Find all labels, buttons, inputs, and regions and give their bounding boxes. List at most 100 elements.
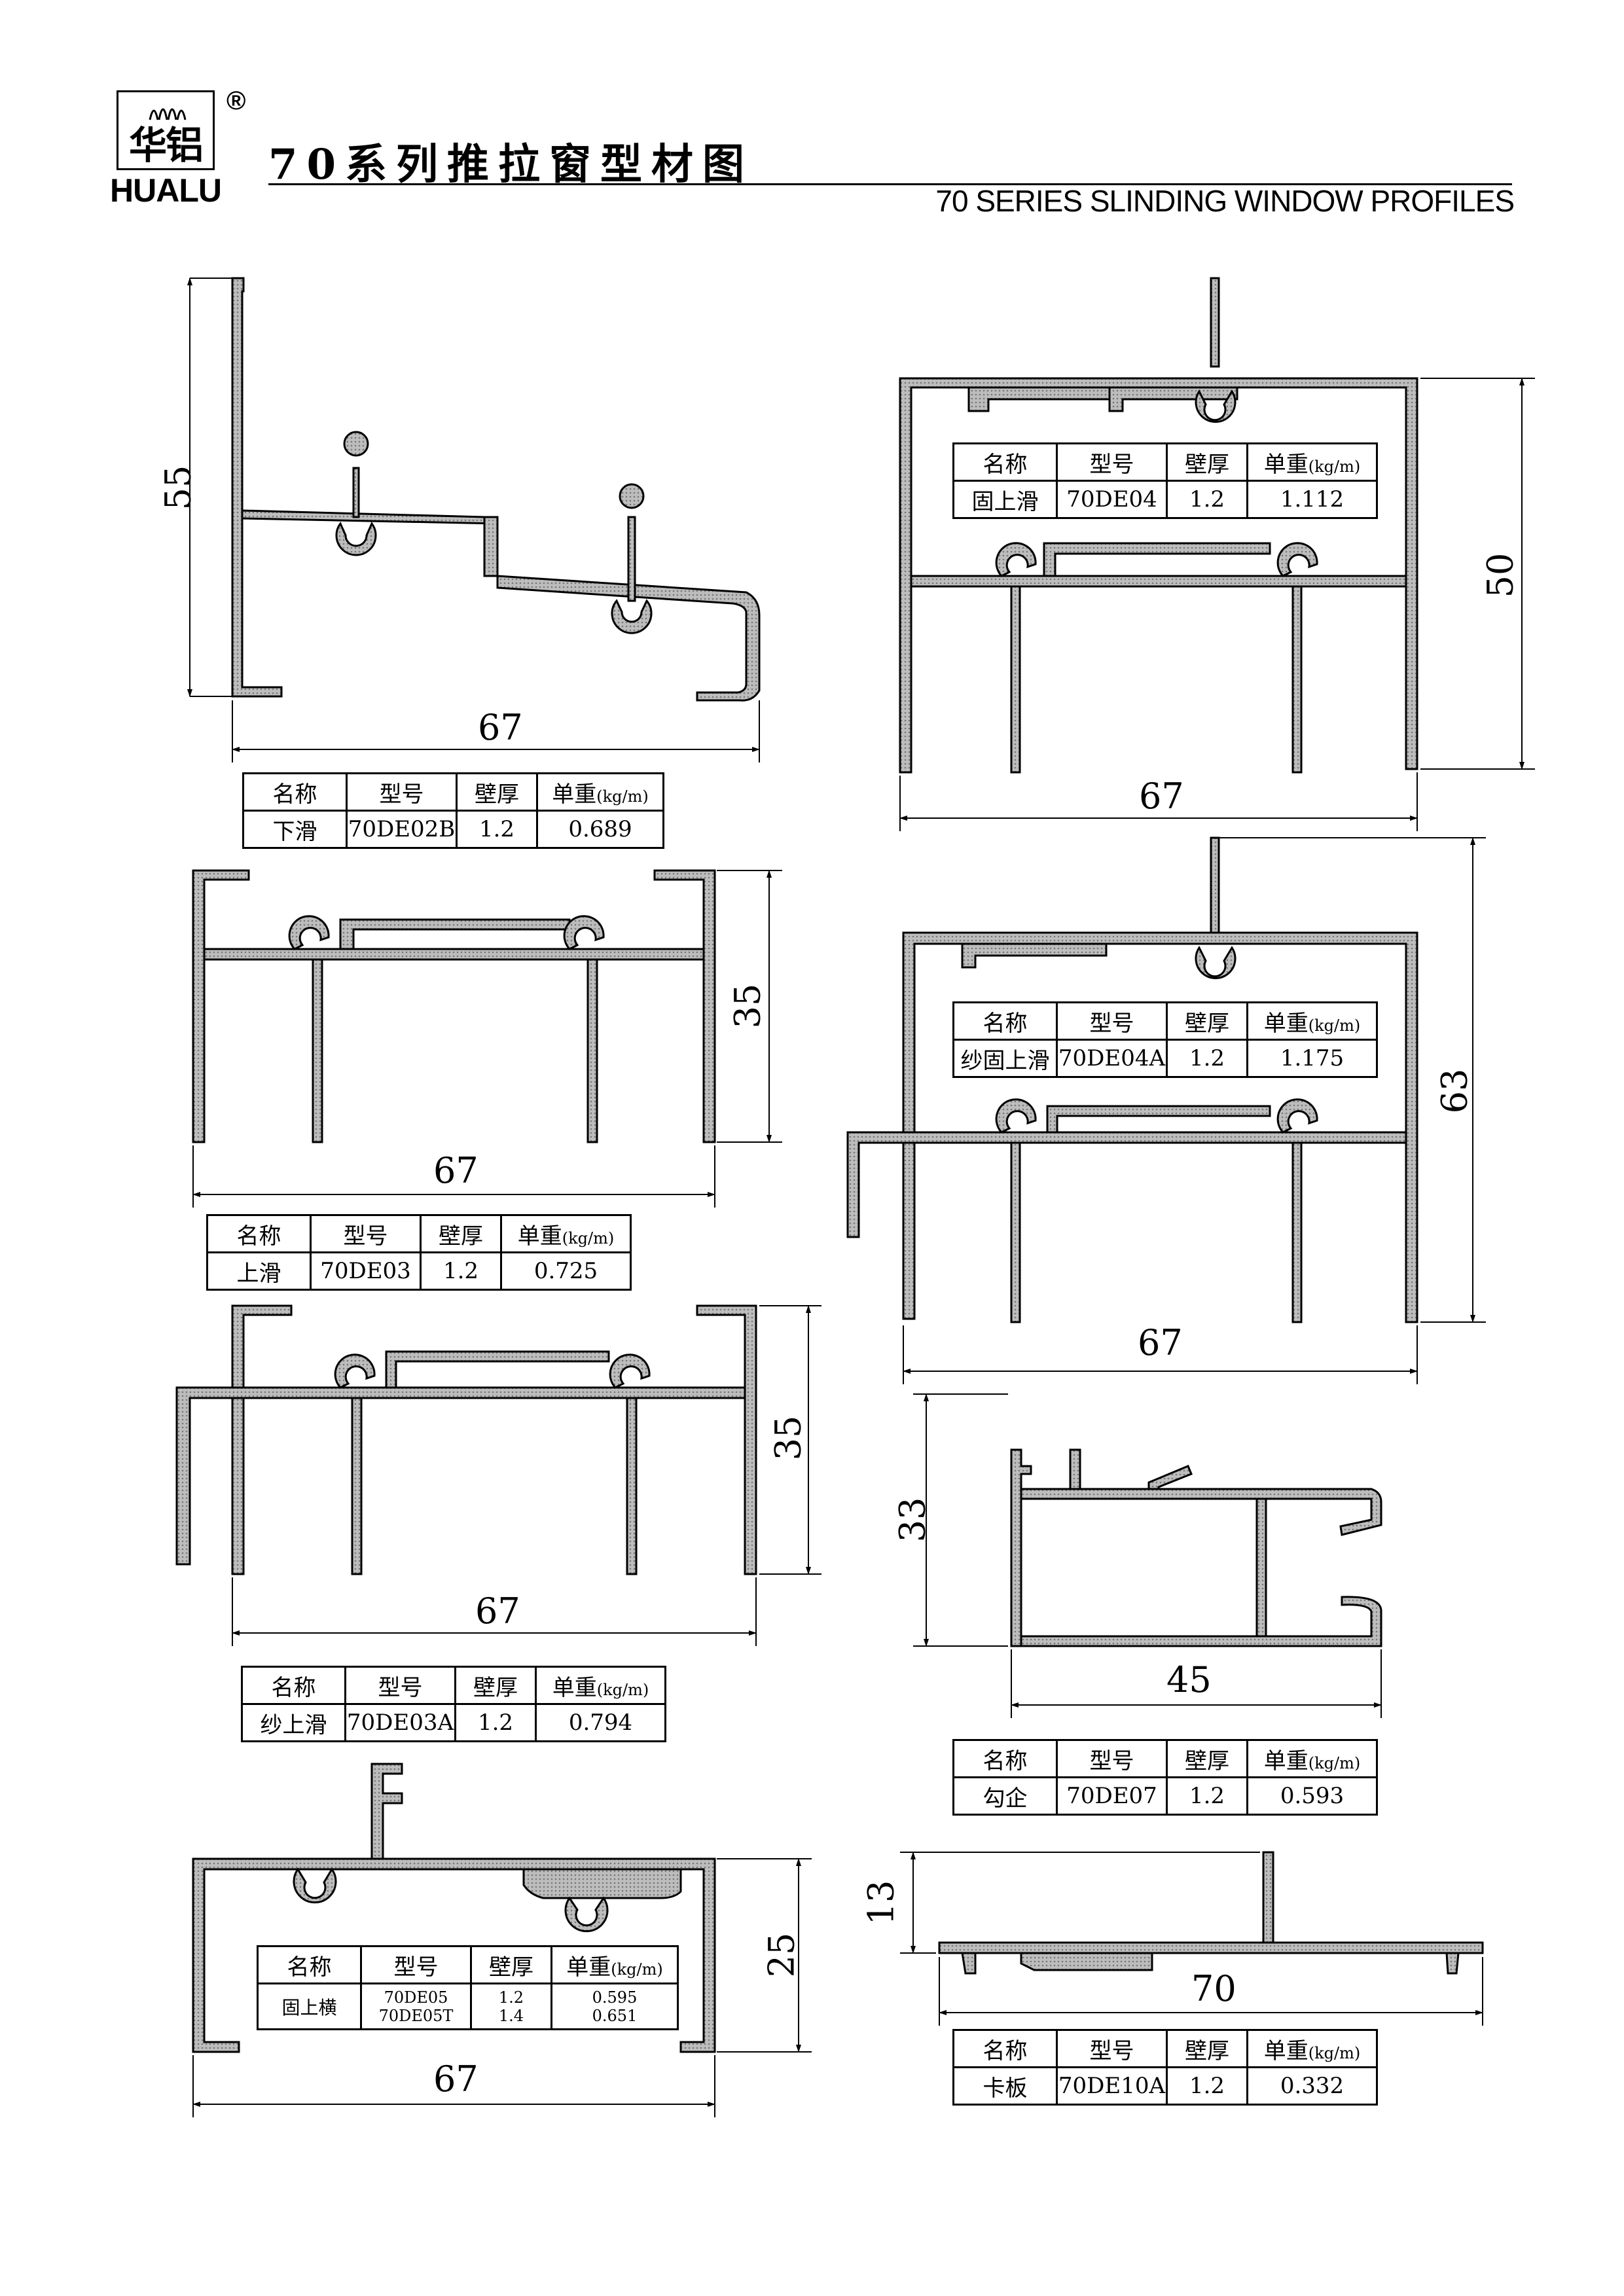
header-name: 名称 <box>952 442 1058 482</box>
table-header-row: 名称 型号 壁厚 单重(kg/m) <box>952 442 1378 482</box>
header-name: 名称 <box>206 1214 312 1253</box>
table-row: 卡板 70DE10A 1.2 0.332 <box>952 2066 1378 2106</box>
cell-model: 70DE04A <box>1056 1039 1168 1078</box>
header-name: 名称 <box>952 2029 1058 2068</box>
profile-70DE02B-drawing <box>231 277 761 702</box>
table-header-row: 名称 型号 壁厚 单重(kg/m) <box>952 2029 1378 2068</box>
logo-chinese: 华铝 <box>128 123 204 168</box>
table-header-row: 名称 型号 壁厚 单重(kg/m) <box>952 1001 1378 1041</box>
spec-table-70DE10A: 名称 型号 壁厚 单重(kg/m) 卡板 70DE10A 1.2 0.332 <box>952 2029 1378 2106</box>
header-model: 型号 <box>1056 1739 1168 1778</box>
header-model: 型号 <box>346 772 458 812</box>
table-header-row: 名称 型号 壁厚 单重(kg/m) <box>952 1739 1378 1778</box>
spec-table-70DE07: 名称 型号 壁厚 单重(kg/m) 勾企 70DE07 1.2 0.593 <box>952 1739 1378 1816</box>
cell-model: 70DE07 <box>1056 1776 1168 1816</box>
dimension-height-70DE02B: 55 <box>157 465 199 511</box>
header-model: 型号 <box>1056 442 1168 482</box>
header-model: 型号 <box>310 1214 422 1253</box>
header-thickness: 壁厚 <box>470 1945 552 1984</box>
table-header-row: 名称 型号 壁厚 单重(kg/m) <box>241 1666 666 1705</box>
cell-model: 70DE04 <box>1056 480 1168 519</box>
header-thickness: 壁厚 <box>420 1214 502 1253</box>
profile-70DE03-drawing <box>192 869 716 1143</box>
table-header-row: 名称 型号 壁厚 单重(kg/m) <box>242 772 664 812</box>
cell-name: 上滑 <box>206 1251 312 1291</box>
cell-thickness: 1.2 <box>456 810 538 849</box>
header-name: 名称 <box>952 1739 1058 1778</box>
header-weight: 单重(kg/m) <box>536 772 664 812</box>
profile-70DE04A-drawing <box>846 836 1418 1323</box>
dimension-width-70DE03: 67 <box>433 1150 478 1191</box>
header-name: 名称 <box>257 1945 362 1984</box>
page-title-chinese: 70系列推拉窗型材图 <box>268 140 754 189</box>
cell-weight: 1.112 <box>1246 480 1378 519</box>
header-model: 型号 <box>1056 2029 1168 2068</box>
cell-model: 70DE10A <box>1056 2066 1168 2106</box>
spec-table-70DE04: 名称 型号 壁厚 单重(kg/m) 固上滑 70DE04 1.2 1.112 <box>952 442 1378 519</box>
profile-70DE05-drawing <box>192 1763 716 2053</box>
header-thickness: 壁厚 <box>454 1666 537 1705</box>
header-weight: 单重(kg/m) <box>1246 1001 1378 1041</box>
cell-name: 固上横 <box>257 1982 362 2030</box>
table-row: 勾企 70DE07 1.2 0.593 <box>952 1776 1378 1816</box>
header-thickness: 壁厚 <box>1166 2029 1248 2068</box>
table-header-row: 名称 型号 壁厚 单重(kg/m) <box>206 1214 632 1253</box>
dimension-height-70DE05: 25 <box>761 1932 803 1978</box>
cell-weight: 0.689 <box>536 810 664 849</box>
dimension-width-70DE04A: 67 <box>1138 1322 1183 1363</box>
spec-table-70DE03A: 名称 型号 壁厚 单重(kg/m) 纱上滑 70DE03A 1.2 0.794 <box>241 1666 666 1742</box>
profile-70DE03A-drawing <box>175 1304 757 1575</box>
dimension-width-70DE07: 45 <box>1166 1659 1212 1700</box>
cell-thickness: 1.2 <box>420 1251 502 1291</box>
table-row: 上滑 70DE03 1.2 0.725 <box>206 1251 632 1291</box>
header-model: 型号 <box>360 1945 472 1984</box>
dimension-height-70DE04A: 63 <box>1434 1068 1475 1114</box>
table-row: 固上滑 70DE04 1.2 1.112 <box>952 480 1378 519</box>
dimension-width-70DE03A: 67 <box>475 1590 520 1632</box>
profile-70DE07-drawing <box>1010 1448 1382 1647</box>
header-thickness: 壁厚 <box>1166 1001 1248 1041</box>
cell-name: 纱上滑 <box>241 1703 346 1742</box>
table-row: 下滑 70DE02B 1.2 0.689 <box>242 810 664 849</box>
header-thickness: 壁厚 <box>1166 442 1248 482</box>
header-thickness: 壁厚 <box>456 772 538 812</box>
dimension-height-70DE10A: 13 <box>860 1880 902 1926</box>
dimension-lines-70DE07 <box>913 1393 1382 1718</box>
header-weight: 单重(kg/m) <box>1246 1739 1378 1778</box>
dimension-height-70DE03A: 35 <box>767 1415 809 1461</box>
table-row: 纱固上滑 70DE04A 1.2 1.175 <box>952 1039 1378 1078</box>
header-weight: 单重(kg/m) <box>1246 442 1378 482</box>
cell-thickness: 1.2 <box>1166 1039 1248 1078</box>
spec-table-70DE04A: 名称 型号 壁厚 单重(kg/m) 纱固上滑 70DE04A 1.2 1.175 <box>952 1001 1378 1078</box>
profile-70DE10A-drawing <box>938 1851 1484 1975</box>
table-row: 纱上滑 70DE03A 1.2 0.794 <box>241 1703 666 1742</box>
logo-english: HUALU <box>110 172 222 209</box>
cell-weight: 0.593 <box>1246 1776 1378 1816</box>
spec-table-70DE03: 名称 型号 壁厚 单重(kg/m) 上滑 70DE03 1.2 0.725 <box>206 1214 632 1291</box>
cell-model: 70DE02B <box>346 810 458 849</box>
dimension-lines-70DE10A <box>900 1852 1483 2026</box>
cell-thickness: 1.2 <box>454 1703 537 1742</box>
cell-name: 勾企 <box>952 1776 1058 1816</box>
cell-name: 固上滑 <box>952 480 1058 519</box>
header-name: 名称 <box>952 1001 1058 1041</box>
spec-table-70DE02B: 名称 型号 壁厚 单重(kg/m) 下滑 70DE02B 1.2 0.689 <box>242 772 664 849</box>
header-weight: 单重(kg/m) <box>550 1945 679 1984</box>
logo-emblem-icon <box>149 108 187 120</box>
dimension-lines-70DE04 <box>899 378 1535 831</box>
header-name: 名称 <box>241 1666 346 1705</box>
header-weight: 单重(kg/m) <box>535 1666 666 1705</box>
dimension-height-70DE07: 33 <box>892 1497 933 1543</box>
dimension-lines-70DE03A <box>232 1305 821 1646</box>
dimension-width-70DE05: 67 <box>433 2058 478 2100</box>
dimension-width-70DE04: 67 <box>1139 776 1184 817</box>
cell-thickness: 1.2 <box>1166 2066 1248 2106</box>
header-name: 名称 <box>242 772 348 812</box>
dimension-lines-70DE04A <box>903 837 1486 1384</box>
header-model: 型号 <box>344 1666 456 1705</box>
header-weight: 单重(kg/m) <box>500 1214 632 1253</box>
dimension-height-70DE04: 50 <box>1479 552 1521 598</box>
